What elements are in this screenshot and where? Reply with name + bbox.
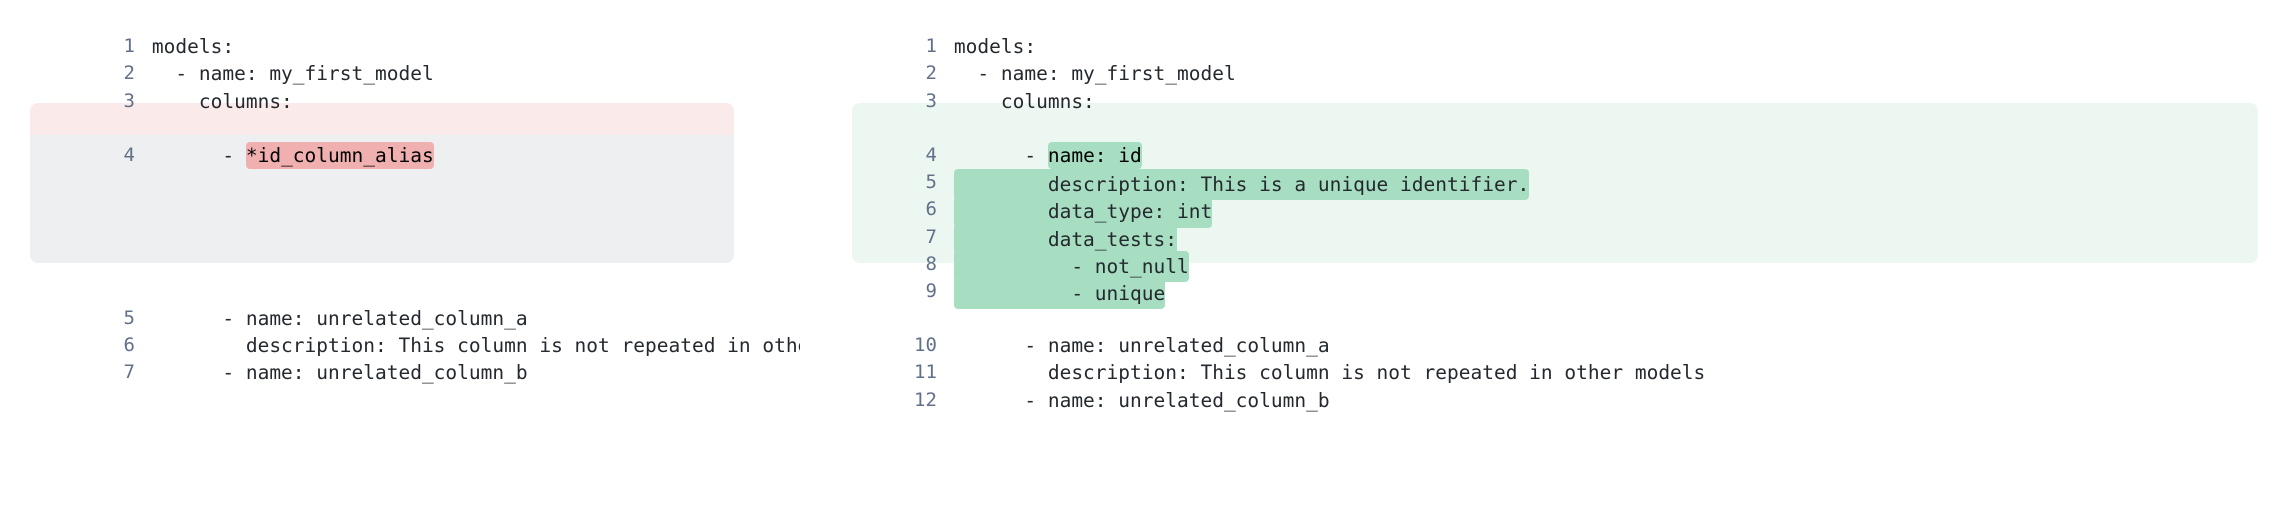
code-line[interactable]: 7 - name: unrelated_column_b [13,332,800,384]
line-number: 9 [925,279,937,302]
line-text: models: [953,35,1037,59]
code-line-filler [13,169,800,196]
line-number: 4 [925,143,937,166]
code-line-removed[interactable]: 4 - *id_column_alias [13,115,800,169]
code-line[interactable]: 11 description: This column is not repea… [815,332,2278,384]
line-number: 2 [925,62,937,85]
line-text: models: [151,35,235,59]
line-text: columns: [953,89,1095,113]
added-token: - unique [953,277,1166,310]
added-token: - not_null [953,250,1189,282]
code-line[interactable]: 3 columns: [13,60,800,113]
code-line-spacer [13,251,800,278]
diff-pane-after: 1 models: 2 - name: my_first_model 3 colu… [800,0,2278,528]
code-line[interactable]: 12 - name: unrelated_column_b [815,359,2278,412]
added-token: data_tests: [953,223,1177,255]
code-line[interactable]: 1 models: [13,6,800,58]
removed-block-highlight [30,103,734,135]
code-line[interactable]: 1 models: [815,6,2278,58]
code-line[interactable]: 3 columns: [815,60,2278,113]
diff-pane-before: 1 models: 2 - name: my_first_model 3 colu… [0,0,800,528]
code-line-filler [13,224,800,251]
code-line[interactable]: 2 - name: my_first_model [815,33,2278,85]
line-text: - name: my_first_model [151,62,434,86]
line-number: 7 [925,225,937,248]
added-token: name: id [1047,141,1142,169]
removed-token: *id_column_alias [245,141,434,169]
line-indent: - [151,143,246,167]
line-number: 5 [925,171,937,194]
code-line[interactable]: 5 - name: unrelated_column_a [13,278,800,330]
line-text: - name: unrelated_column_b [151,361,528,385]
line-text: - name: unrelated_column_a [151,307,528,331]
line-number: 1 [123,35,135,58]
code-line-added[interactable]: 9 - unique [815,251,2278,310]
line-number: 11 [914,361,937,384]
code-line-added[interactable]: 4 - name: id [815,115,2278,169]
line-text: description: This column is not repeated… [953,361,1706,385]
line-number: 1 [925,35,937,58]
code-line-added[interactable]: 6 data_type: int [815,169,2278,228]
line-number: 12 [914,388,937,411]
line-text: - name: my_first_model [953,62,1236,86]
code-lines-after: 1 models: 2 - name: my_first_model 3 colu… [800,0,2278,412]
line-number: 3 [123,89,135,112]
added-token: description: This is a unique identifier… [953,169,1530,201]
code-line[interactable]: 2 - name: my_first_model [13,33,800,85]
code-line[interactable]: 6 description: This column is not repeat… [13,305,800,357]
line-number: 6 [925,198,937,221]
line-text: - name: unrelated_column_b [953,388,1330,412]
line-text: - name: unrelated_column_a [953,334,1330,358]
line-text: description: This column is not repeated… [245,334,800,358]
line-number: 3 [925,89,937,112]
code-line-filler [13,196,800,223]
line-indent: - [953,143,1048,167]
line-text: columns: [151,89,293,113]
line-number: 2 [123,62,135,85]
code-line[interactable]: 10 - name: unrelated_column_a [815,305,2278,357]
line-number: 4 [123,143,135,166]
code-lines-before: 1 models: 2 - name: my_first_model 3 colu… [0,0,800,384]
added-token: data_type: int [953,196,1213,228]
line-number: 5 [123,307,135,330]
line-number: 7 [123,361,135,384]
code-line-added[interactable]: 5 description: This is a unique identifi… [815,142,2278,201]
code-line-added[interactable]: 7 data_tests: [815,196,2278,255]
code-line-added[interactable]: 8 - not_null [815,224,2278,282]
line-number: 10 [914,334,937,357]
line-number: 6 [123,334,135,357]
line-number: 8 [925,252,937,275]
